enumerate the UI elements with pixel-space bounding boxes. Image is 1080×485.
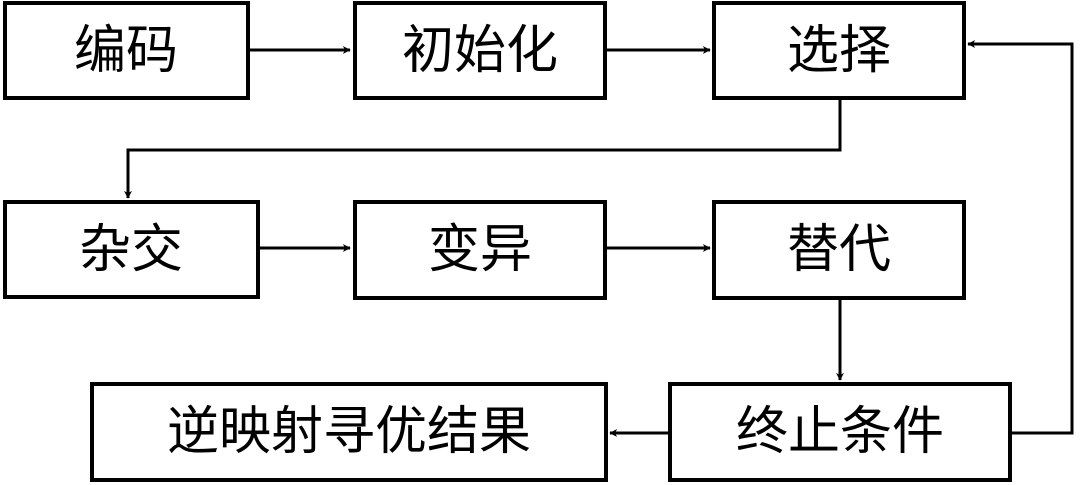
node-init: 初始化 bbox=[353, 1, 607, 100]
node-select-label: 选择 bbox=[787, 21, 891, 81]
node-select: 选择 bbox=[712, 1, 966, 100]
node-encode-label: 编码 bbox=[74, 21, 178, 81]
node-terminate-label: 终止条件 bbox=[736, 402, 944, 462]
edge-select-to-crossover bbox=[124, 98, 842, 199]
node-result-label: 逆映射寻优结果 bbox=[167, 402, 531, 462]
node-replace: 替代 bbox=[712, 200, 966, 300]
node-encode: 编码 bbox=[3, 1, 250, 100]
node-replace-label: 替代 bbox=[787, 220, 891, 280]
node-mutate: 变异 bbox=[353, 200, 607, 300]
node-mutate-label: 变异 bbox=[428, 220, 532, 280]
edge-terminate-to-select bbox=[967, 40, 1074, 435]
node-crossover: 杂交 bbox=[3, 200, 260, 299]
node-terminate: 终止条件 bbox=[668, 382, 1012, 482]
edges bbox=[124, 40, 1074, 437]
node-init-label: 初始化 bbox=[402, 21, 558, 81]
node-crossover-label: 杂交 bbox=[79, 220, 183, 280]
node-result: 逆映射寻优结果 bbox=[90, 382, 608, 482]
